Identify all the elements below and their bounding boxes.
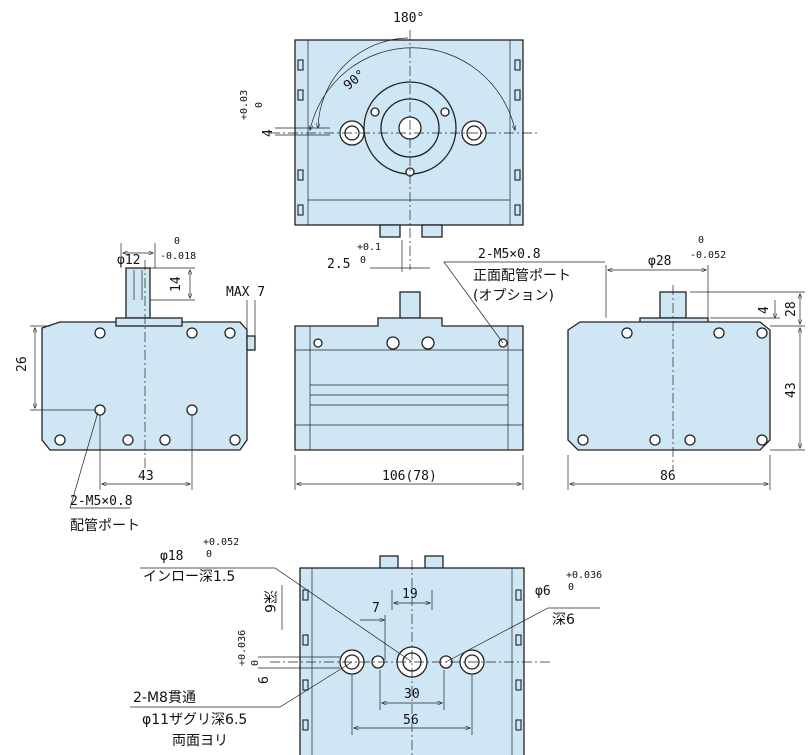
both-sides: 両面ヨリ	[172, 733, 228, 749]
counterbore: φ11ザグリ深6.5	[142, 712, 247, 728]
pin-tol-upper: +0.036	[566, 570, 602, 581]
front-port-option: (オプション)	[473, 288, 554, 304]
top-tol-upper: +0.03	[239, 90, 250, 120]
right-tol-lower: -0.052	[690, 250, 726, 261]
offset-tol-upper: +0.1	[357, 242, 381, 253]
bottom-view: 19 7 30 56 φ18 +0.052 0 インロー深1.5 深6 φ6 +…	[130, 537, 602, 755]
bottom-dim-56: 56	[403, 713, 419, 728]
front-view: 106(78) 2-M5×0.8 正面配管ポート (オプション)	[294, 247, 605, 490]
left-shaft-dia: φ12	[117, 253, 140, 268]
front-port-spec: 2-M5×0.8	[478, 247, 541, 262]
spigot-dia: φ18	[160, 549, 183, 564]
spigot-depth: インロー深1.5	[143, 569, 235, 585]
left-tol-upper: 0	[174, 236, 180, 247]
thru-spec: 2-M8貫通	[133, 690, 196, 706]
offset-tol-lower: 0	[250, 660, 261, 666]
shaft-offset-dim: 2.5 +0.1 0	[327, 240, 430, 272]
piping-label: 配管ポート	[70, 518, 140, 534]
pin-tol-lower: 0	[568, 582, 574, 593]
piping-spec: 2-M5×0.8	[70, 494, 133, 509]
top-dim-4: 4	[261, 129, 276, 137]
angle-180-label: 180°	[393, 11, 424, 26]
right-shaft-dia: φ28	[648, 254, 671, 269]
left-dim-26: 26	[15, 356, 30, 372]
front-port-label: 正面配管ポート	[473, 268, 571, 284]
right-dim-4: 4	[757, 306, 772, 314]
bottom-dim-30: 30	[404, 687, 420, 702]
spigot-tol-lower: 0	[206, 549, 212, 560]
pin-dia: φ6	[535, 584, 551, 599]
spigot-tol-upper: +0.052	[203, 537, 239, 548]
right-dim-43: 43	[784, 382, 799, 398]
front-width: 106(78)	[382, 469, 437, 484]
right-dim-86: 86	[660, 469, 676, 484]
offset-value: 2.5	[327, 257, 350, 272]
right-tol-upper: 0	[698, 235, 704, 246]
left-tol-lower: -0.018	[160, 251, 196, 262]
depth6-label: 深6	[261, 590, 277, 613]
left-dim-14: 14	[169, 276, 184, 292]
bottom-dim-19: 19	[402, 587, 418, 602]
offset-6: 6	[257, 676, 272, 684]
top-view: 180° 90° +0.03 0 4	[239, 11, 540, 270]
pin-depth: 深6	[552, 612, 575, 628]
left-dim-43: 43	[138, 469, 154, 484]
offset-tol-lower: 0	[360, 255, 366, 266]
left-view: φ12 0 -0.018 14 MAX 7 26 43 2-M5×0.8 配管ポ…	[15, 236, 265, 534]
left-max-7: MAX 7	[226, 285, 265, 300]
bottom-dim-7: 7	[372, 601, 380, 616]
offset-tol-upper: +0.036	[237, 630, 248, 666]
top-tol-lower: 0	[254, 102, 265, 108]
right-dim-28: 28	[784, 301, 799, 317]
right-view: φ28 0 -0.052 4 28 43 86	[567, 235, 805, 490]
